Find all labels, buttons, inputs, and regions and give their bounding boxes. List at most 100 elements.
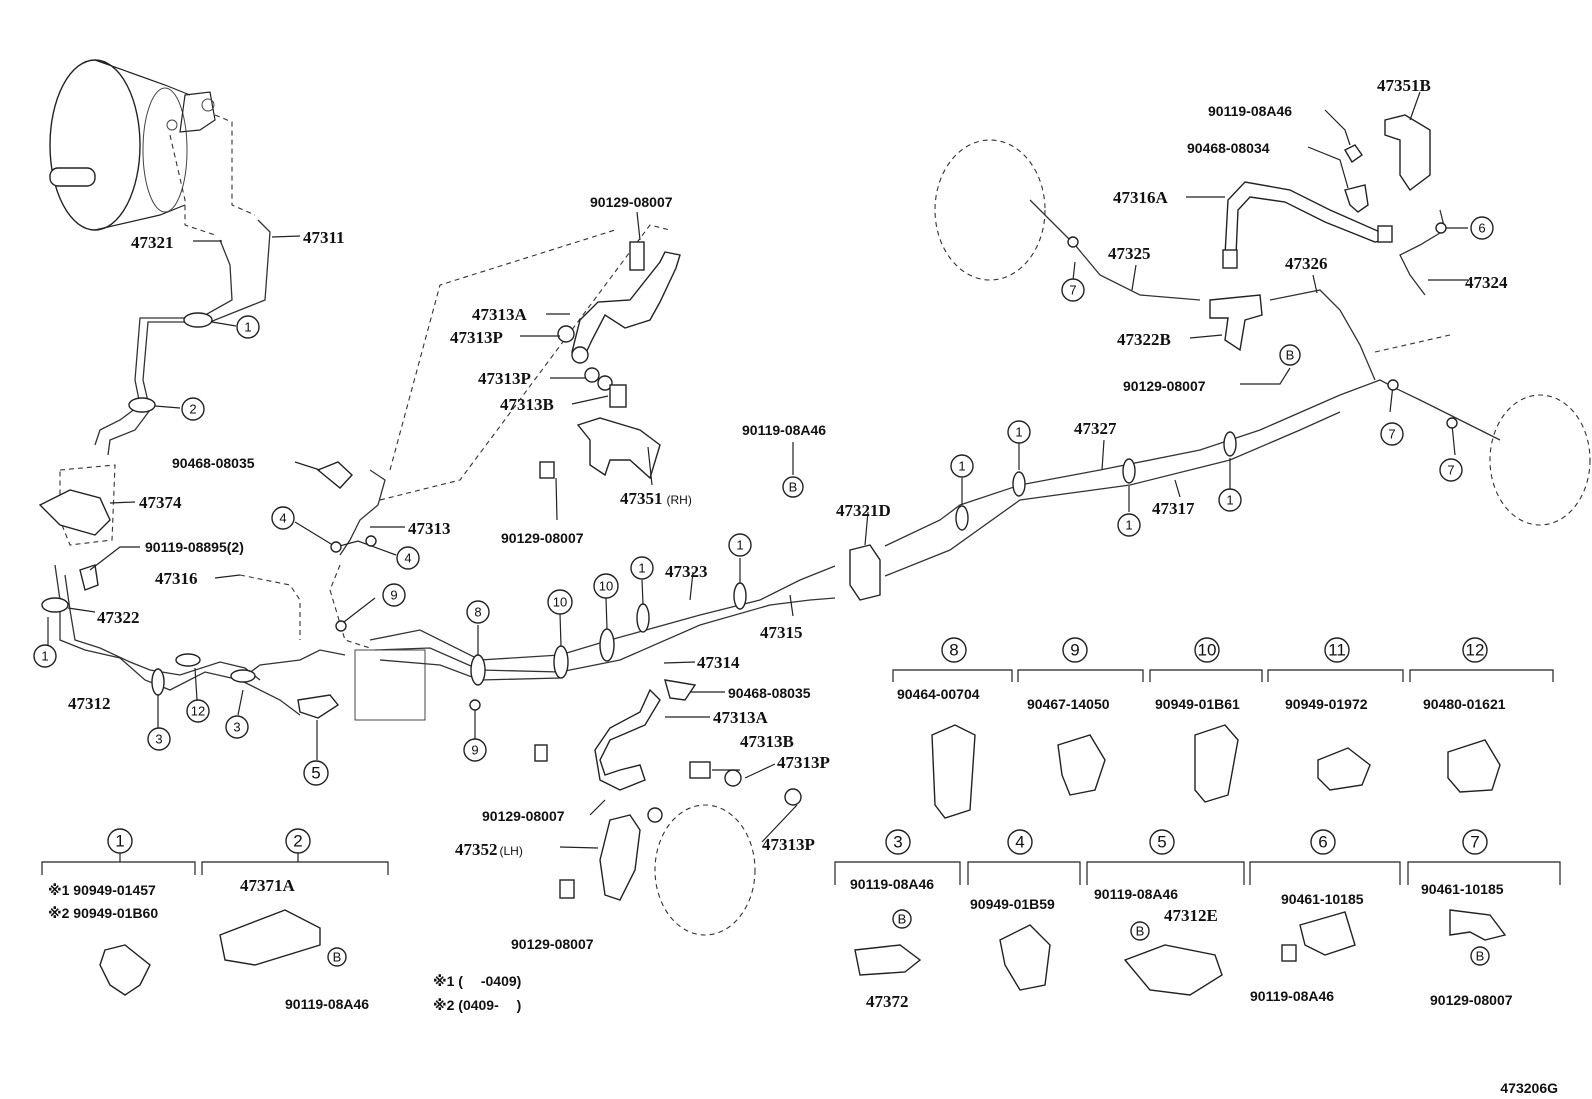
legend-5-part: 47312E — [1164, 906, 1218, 925]
callout-b: B — [1279, 344, 1301, 366]
callout-10: 10 — [593, 573, 619, 599]
label-90129-08007: 90129-08007 — [590, 194, 673, 210]
label-47313: 47313 — [408, 519, 451, 538]
svg-text:11: 11 — [1328, 641, 1346, 660]
label-47317: 47317 — [1152, 499, 1195, 518]
callout-1: 1 — [1218, 488, 1242, 512]
callout-10: 10 — [547, 589, 573, 615]
legend-3-fastener: 90119-08A46 — [850, 876, 934, 892]
label-47322: 47322 — [97, 608, 140, 627]
svg-text:2: 2 — [189, 402, 196, 417]
label-47352-lh: 47352(LH) — [455, 840, 523, 859]
misc-left-parts — [38, 461, 881, 719]
label-47325: 47325 — [1108, 244, 1151, 263]
label-90468-08035: 90468-08035 — [728, 685, 811, 701]
callout-1: 1 — [33, 644, 57, 668]
callout-b: B — [782, 476, 804, 498]
svg-text:1: 1 — [244, 320, 251, 335]
legend-1-note-2: ※2 90949-01B60 — [48, 905, 158, 921]
legend-9-part: 90467-14050 — [1027, 696, 1110, 712]
svg-text:3: 3 — [233, 720, 240, 735]
clip-90468-08034 — [1344, 144, 1369, 213]
label-90129-08007: 90129-08007 — [482, 808, 565, 824]
wheel-drums — [654, 139, 1591, 936]
label-47313A: 47313A — [472, 305, 528, 324]
legend-12-part: 90480-01621 — [1423, 696, 1506, 712]
footnote-2: ※2 (0409- ) — [433, 997, 521, 1013]
svg-text:1: 1 — [115, 832, 124, 851]
callout-12: 12 — [186, 699, 210, 723]
svg-text:3: 3 — [155, 732, 162, 747]
legend-7-fastener: 90129-08007 — [1430, 992, 1513, 1008]
svg-text:1: 1 — [41, 649, 48, 664]
label-47313P: 47313P — [478, 369, 531, 388]
legend-group-3-7: 3 4 5 6 7 90119-08A46 B 47372 90949-01B5… — [834, 829, 1561, 1011]
junction-dots — [330, 222, 1458, 711]
svg-text:1: 1 — [1226, 493, 1233, 508]
label-47326: 47326 — [1285, 254, 1328, 273]
label-47351-rh: 47351(RH) — [620, 489, 692, 508]
svg-text:10: 10 — [1198, 641, 1217, 660]
callout-3: 3 — [225, 715, 249, 739]
svg-text:6: 6 — [1478, 221, 1485, 236]
label-90468-08035: 90468-08035 — [172, 455, 255, 471]
svg-text:9: 9 — [1070, 641, 1079, 660]
callout-1: 1 — [728, 533, 752, 557]
svg-text:B: B — [1136, 924, 1145, 939]
label-47316A: 47316A — [1113, 188, 1169, 207]
legend-7-part: 90461-10185 — [1421, 881, 1504, 897]
legend-1-note-1: ※1 90949-01457 — [48, 882, 156, 898]
svg-text:4: 4 — [404, 551, 411, 566]
label-47321: 47321 — [131, 233, 174, 252]
junction-47322B — [1209, 294, 1263, 352]
callout-3: 3 — [147, 727, 171, 751]
diagram-code: 473206G — [1500, 1080, 1558, 1096]
callout-4: 4 — [396, 546, 420, 570]
label-47323: 47323 — [665, 562, 708, 581]
svg-text:1: 1 — [1125, 518, 1132, 533]
label-47374: 47374 — [139, 493, 182, 512]
svg-text:10: 10 — [599, 579, 613, 594]
label-47351B: 47351B — [1377, 76, 1431, 95]
label-47313P: 47313P — [450, 328, 503, 347]
label-90129-08007: 90129-08007 — [511, 936, 594, 952]
label-90468-08034: 90468-08034 — [1187, 140, 1270, 156]
legend-group-8-12: 8 9 10 11 12 90464-00704 90467-14050 909… — [892, 637, 1554, 819]
callout-7: 7 — [1439, 458, 1463, 482]
callout-7: 7 — [1061, 278, 1085, 302]
svg-text:7: 7 — [1388, 427, 1395, 442]
svg-text:5: 5 — [311, 764, 320, 783]
legend-11-part: 90949-01972 — [1285, 696, 1368, 712]
svg-text:B: B — [898, 912, 907, 927]
brake-booster-drawing — [49, 59, 216, 231]
callout-7: 7 — [1380, 422, 1404, 446]
svg-text:B: B — [789, 480, 798, 495]
label-47327: 47327 — [1074, 419, 1117, 438]
label-47311: 47311 — [303, 228, 345, 247]
svg-text:4: 4 — [1015, 833, 1024, 852]
callout-4: 4 — [271, 506, 295, 530]
callout-1: 1 — [1117, 513, 1141, 537]
label-47313B: 47313B — [740, 732, 794, 751]
callout-6: 6 — [1470, 216, 1494, 240]
callout-8: 8 — [466, 600, 490, 624]
legend-6-part: 90461-10185 — [1281, 891, 1364, 907]
part-number-labels: 47321 47311 47374 90468-08035 90119-0889… — [68, 76, 1508, 952]
label-47315: 47315 — [760, 623, 803, 642]
label-47313B: 47313B — [500, 395, 554, 414]
callout-circles: 1 2 4 4 9 1 3 12 3 8 9 10 10 1 1 1 1 1 1… — [33, 216, 1494, 762]
bracket-assembly-47313A — [557, 241, 681, 480]
label-90129-08007: 90129-08007 — [501, 530, 584, 546]
label-47322B: 47322B — [1117, 330, 1171, 349]
callout-1: 1 — [630, 556, 654, 580]
svg-text:8: 8 — [474, 605, 481, 620]
svg-text:3: 3 — [893, 833, 902, 852]
callout-9: 9 — [382, 583, 406, 607]
bracket-47351B — [1384, 114, 1431, 192]
svg-text:7: 7 — [1470, 833, 1479, 852]
svg-text:12: 12 — [1466, 641, 1485, 660]
svg-text:1: 1 — [1015, 425, 1022, 440]
label-90119-08895: 90119-08895(2) — [145, 539, 244, 555]
label-47313P: 47313P — [777, 753, 830, 772]
